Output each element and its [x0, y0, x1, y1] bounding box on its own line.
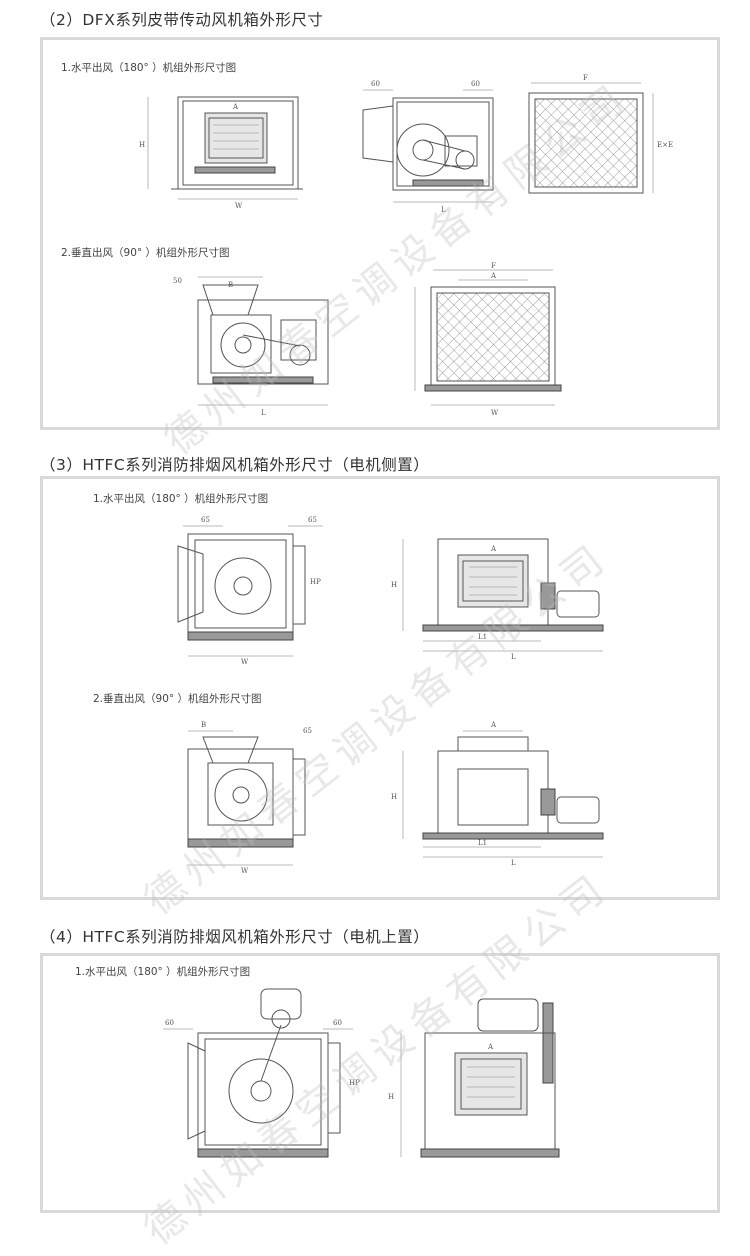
section-title-dfx: （2）DFX系列皮带传动风机箱外形尺寸	[40, 11, 324, 29]
dim-label-h-3: H	[391, 793, 397, 801]
dim-label-h: H	[139, 141, 145, 149]
dim-label-w-4: W	[241, 867, 249, 875]
dim-label-a-3: A	[490, 545, 497, 553]
subheading-vertical-outlet-2: 2.垂直出风（90° ）机组外形尺寸图	[93, 693, 262, 705]
section-title-htfc-top: （4）HTFC系列消防排烟风机箱外形尺寸（电机上置）	[40, 928, 430, 946]
top-motor-front-drawing: A H	[388, 998, 560, 1158]
vertical-outlet-side-drawing: 50 B L	[173, 276, 329, 417]
dim-label-60-left: 60	[371, 80, 380, 88]
dim-label-f-2: F	[491, 262, 496, 270]
dim-label-h-2: H	[391, 581, 397, 589]
subheading-horizontal-outlet: 1.水平出风（180° ）机组外形尺寸图	[61, 62, 237, 74]
grille-view-drawing: F E×E	[528, 74, 673, 194]
dim-label-60-right-2: 60	[333, 1019, 342, 1027]
dim-label-50: 50	[173, 277, 182, 285]
dim-label-a: A	[232, 103, 239, 111]
dim-label-65-left: 65	[201, 516, 210, 524]
dim-label-hp-2: HP	[349, 1079, 360, 1087]
side-motor-horizontal-front-drawing: A H L1 L	[391, 538, 604, 661]
top-motor-side-drawing: 60 60 HP	[163, 988, 360, 1158]
dim-label-w: W	[235, 202, 243, 210]
dim-label-b-2: B	[201, 721, 206, 729]
dim-label-l: L	[441, 206, 446, 214]
dim-label-w-2: W	[491, 409, 499, 417]
drawing-panel-htfc-top: 1.水平出风（180° ）机组外形尺寸图 60 60 HP A H	[40, 953, 720, 1213]
dim-label-l1-2: L1	[478, 839, 487, 847]
dim-label-60-right: 60	[471, 80, 480, 88]
vertical-outlet-grille-drawing: F A W	[414, 262, 562, 417]
side-view-drawing: 60 60 L	[362, 80, 494, 214]
dim-label-l1: L1	[478, 633, 487, 641]
dim-label-l-2: L	[261, 409, 266, 417]
drawing-panel-htfc-side: 1.水平出风（180° ）机组外形尺寸图 2.垂直出风（90° ）机组外形尺寸图…	[40, 476, 720, 900]
dim-label-a-2: A	[490, 272, 497, 280]
subheading-horizontal-outlet-3: 1.水平出风（180° ）机组外形尺寸图	[75, 966, 251, 978]
dim-label-w-3: W	[241, 658, 249, 666]
dim-label-65-right-2: 65	[303, 727, 312, 735]
dim-label-a-5: A	[487, 1043, 494, 1051]
dim-label-l-4: L	[511, 859, 516, 867]
drawing-panel-dfx: 1.水平出风（180° ）机组外形尺寸图 2.垂直出风（90° ）机组外形尺寸图…	[40, 37, 720, 430]
dim-label-65-right: 65	[308, 516, 317, 524]
svg-text:E×E: E×E	[657, 141, 673, 149]
subheading-vertical-outlet: 2.垂直出风（90° ）机组外形尺寸图	[61, 247, 230, 259]
section-title-htfc-side: （3）HTFC系列消防排烟风机箱外形尺寸（电机侧置）	[40, 456, 430, 474]
dim-label-f: F	[583, 74, 588, 82]
side-motor-horizontal-side-drawing: 65 65 W HP	[177, 516, 323, 666]
dim-label-a-4: A	[490, 721, 497, 729]
dim-label-60-left-2: 60	[165, 1019, 174, 1027]
subheading-horizontal-outlet-2: 1.水平出风（180° ）机组外形尺寸图	[93, 493, 269, 505]
side-motor-vertical-front-drawing: A H L1 L	[391, 721, 604, 867]
dim-label-l-3: L	[511, 653, 516, 661]
front-view-drawing: H W A	[139, 96, 303, 210]
side-motor-vertical-side-drawing: B 65 W	[187, 721, 312, 875]
dim-label-h-4: H	[388, 1093, 394, 1101]
dim-label-hp: HP	[310, 578, 321, 586]
